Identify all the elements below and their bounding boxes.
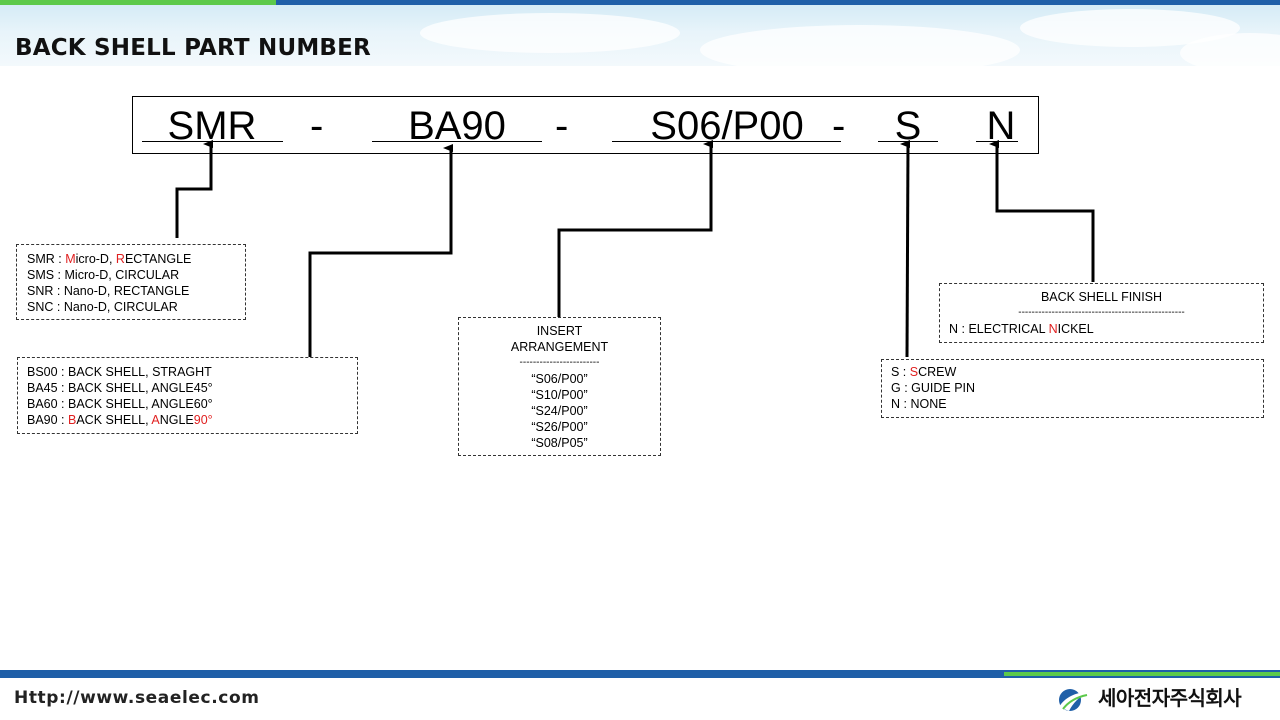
top-accent-bar	[0, 0, 1280, 5]
header-banner: BACK SHELL PART NUMBER	[0, 5, 1280, 66]
shell-option: BS00 : BACK SHELL, STRAGHT	[27, 365, 212, 379]
finish-option: N : ELECTRICAL NICKEL	[949, 322, 1094, 336]
series-options-box: SMR : Micro-D, RECTANGLE SMS : Micro-D, …	[16, 244, 246, 320]
hardware-option: N : NONE	[891, 397, 947, 411]
finish-options-box: BACK SHELL FINISH ----------------------…	[939, 283, 1264, 343]
separator-3: -	[832, 104, 846, 148]
connector-finish	[989, 140, 1095, 282]
insert-title-line1: INSERT	[536, 324, 583, 338]
company-logo-icon	[1059, 689, 1089, 711]
shell-option: BA90 : BACK SHELL, ANGLE90°	[27, 413, 213, 427]
insert-option: “S06/P00”	[531, 372, 588, 386]
series-option: SNR : Nano-D, RECTANGLE	[27, 284, 190, 298]
insert-option: “S08/P05”	[531, 436, 588, 450]
insert-divider: ------------------------	[519, 357, 600, 368]
connector-series	[175, 140, 213, 238]
segment-insert: S06/P00	[650, 104, 804, 148]
part-number-box	[132, 96, 1039, 154]
insert-option: “S10/P00”	[531, 388, 588, 402]
footer-accent-green	[1004, 672, 1280, 676]
insert-option: “S26/P00”	[531, 420, 588, 434]
footer-accent-bar	[0, 670, 1280, 678]
hardware-option: S : SCREW	[891, 365, 957, 379]
connector-shell	[308, 144, 453, 357]
shell-options-box: BS00 : BACK SHELL, STRAGHT BA45 : BACK S…	[17, 357, 358, 434]
hardware-option: G : GUIDE PIN	[891, 381, 976, 395]
series-option: SMR : Micro-D, RECTANGLE	[27, 252, 192, 266]
segment-shell: BA90	[408, 104, 506, 148]
shell-option: BA45 : BACK SHELL, ANGLE45°	[27, 381, 213, 395]
insert-option: “S24/P00”	[531, 404, 588, 418]
hardware-options-box: S : SCREW G : GUIDE PIN N : NONE	[881, 359, 1264, 418]
separator-1: -	[310, 104, 324, 148]
finish-divider: ----------------------------------------…	[1018, 307, 1185, 318]
connector-insert	[557, 140, 713, 317]
insert-options-box: INSERT ARRANGEMENT ---------------------…	[458, 317, 661, 456]
series-option: SMS : Micro-D, CIRCULAR	[27, 268, 180, 282]
segment-insert-underline	[612, 141, 841, 142]
shell-option: BA60 : BACK SHELL, ANGLE60°	[27, 397, 213, 411]
insert-title-line2: ARRANGEMENT	[510, 340, 609, 354]
website-url[interactable]: Http://www.seaelec.com	[14, 688, 260, 708]
segment-shell-underline	[372, 141, 542, 142]
connector-hardware	[900, 140, 911, 358]
series-option: SNC : Nano-D, CIRCULAR	[27, 300, 178, 314]
company-name: 세아전자주식회사	[1098, 686, 1242, 710]
finish-title: BACK SHELL FINISH	[1040, 290, 1163, 304]
page-title: BACK SHELL PART NUMBER	[15, 35, 371, 61]
separator-2: -	[555, 104, 569, 148]
top-accent-green	[0, 0, 276, 5]
